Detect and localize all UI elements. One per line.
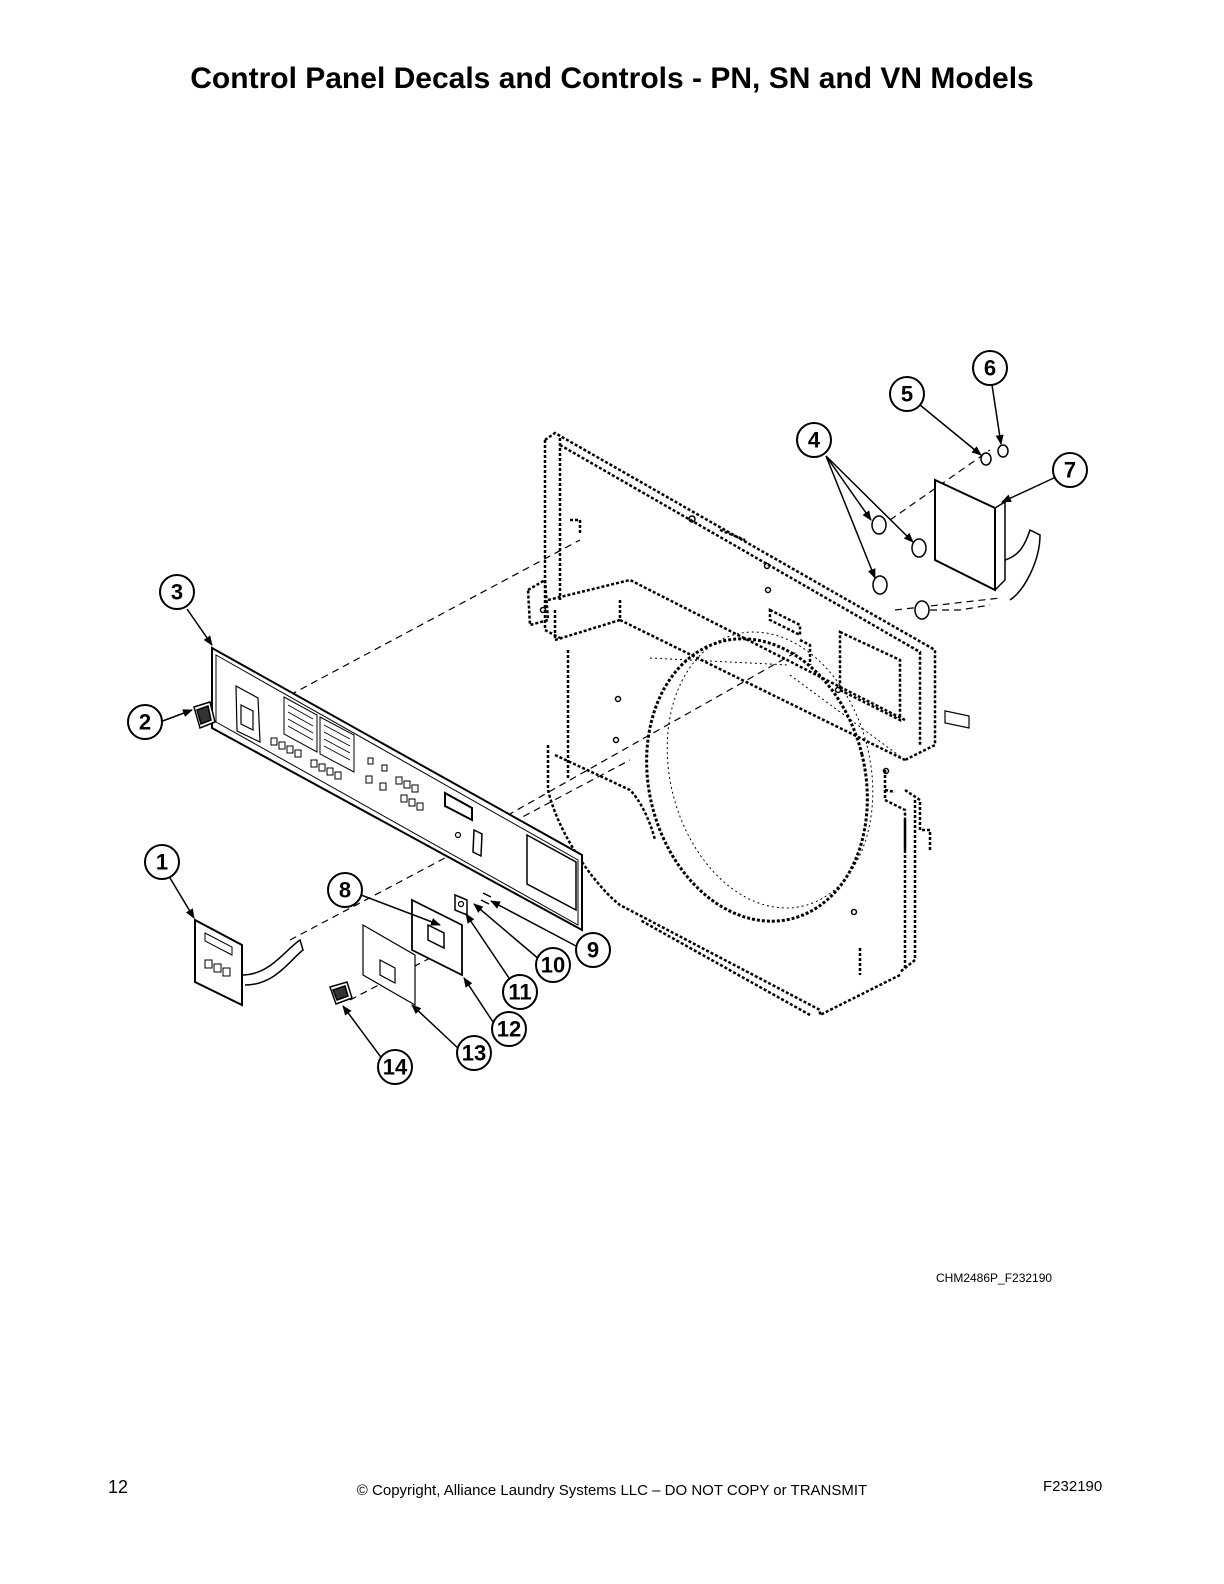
- callout-label-5: 5: [901, 382, 913, 407]
- callout-13: [456, 1035, 492, 1071]
- callout-7: [1052, 452, 1088, 488]
- rocker-switch-part-2: [193, 701, 216, 730]
- callout-bubbles: [127, 350, 1088, 1085]
- mounting-plates: [362, 892, 492, 1007]
- callout-3: [159, 574, 195, 610]
- callout-6: [972, 350, 1008, 386]
- switch-part-14: [329, 981, 353, 1005]
- callout-label-3: 3: [171, 580, 183, 605]
- callout-label-9: 9: [587, 938, 599, 963]
- callout-label-12: 12: [497, 1017, 521, 1042]
- callout-leaders: [159, 384, 1057, 1061]
- document-id: F232190: [1043, 1478, 1103, 1495]
- keypad-part-1: [194, 918, 304, 1007]
- callout-1: [144, 844, 180, 880]
- callout-label-13: 13: [462, 1041, 486, 1066]
- figure-id: CHM2486P_F232190: [936, 1271, 1053, 1285]
- callout-label-14: 14: [383, 1055, 408, 1080]
- page-number: 12: [108, 1477, 129, 1497]
- callout-11: [502, 974, 538, 1010]
- standoffs-part-4: [871, 515, 930, 620]
- blower-housing-ring: [645, 631, 906, 923]
- callout-2: [127, 704, 163, 740]
- callout-label-6: 6: [984, 356, 996, 381]
- callout-label-4: 4: [808, 428, 821, 453]
- callout-14: [377, 1049, 413, 1085]
- callout-label-2: 2: [139, 710, 151, 735]
- callout-label-11: 11: [508, 980, 531, 1005]
- page-title: Control Panel Decals and Controls - PN, …: [190, 62, 1034, 95]
- display-board-part-7: [934, 478, 1041, 729]
- washer-nut-parts-5-6: [980, 444, 1009, 466]
- callout-9: [575, 932, 611, 968]
- cabinet-front-frame: [526, 431, 937, 1018]
- callout-label-10: 10: [541, 953, 565, 978]
- callout-label-8: 8: [339, 878, 351, 903]
- callout-label-1: 1: [156, 850, 168, 875]
- callout-10: [535, 947, 571, 983]
- callout-labels: 1 2 3 4 5 6 7 8 9 10 11 12 13 14: [139, 356, 1076, 1080]
- copyright-notice: © Copyright, Alliance Laundry Systems LL…: [356, 1482, 868, 1499]
- callout-12: [491, 1011, 527, 1047]
- callout-label-7: 7: [1064, 458, 1076, 483]
- callout-8: [327, 872, 363, 908]
- callout-4: [796, 422, 832, 458]
- control-panel-decal: [211, 646, 583, 932]
- frame-holes: [539, 515, 890, 916]
- callout-5: [889, 376, 925, 412]
